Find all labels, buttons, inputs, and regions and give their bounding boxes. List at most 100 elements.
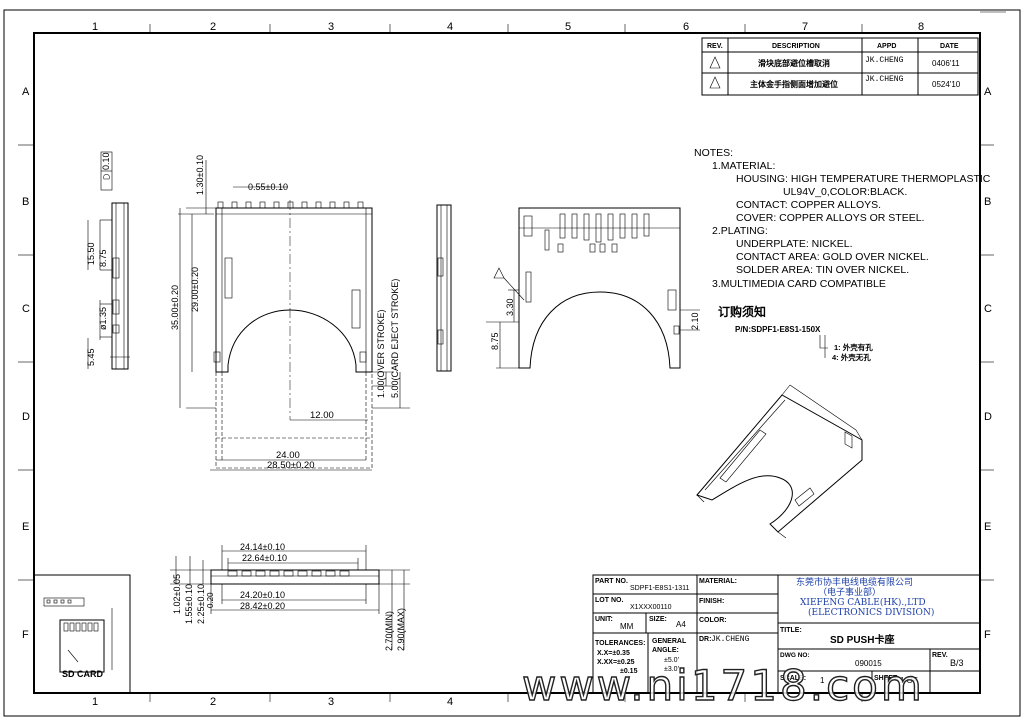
dimension-label: 28.50±0.20 (267, 460, 314, 471)
lot-no: X1XXX00110 (630, 604, 672, 611)
revision-triangle-icon (709, 76, 721, 89)
row-label: C (984, 303, 992, 315)
finish-label: FINISH: (699, 598, 724, 605)
drawn-by: JK.CHENG (711, 635, 750, 644)
dimension-label: 2.10 (690, 312, 700, 330)
col-label: 2 (210, 21, 216, 33)
ordering-option: 4: 外壳无孔 (832, 352, 871, 362)
note-line: 3.MULTIMEDIA CARD COMPATIBLE (712, 278, 886, 290)
note-line: UNDERPLATE: NICKEL. (736, 238, 853, 250)
dimension-label: 24.14±0.10 (240, 542, 285, 552)
col-label: 7 (802, 21, 808, 33)
dimension-label: 1.55±0.10 (184, 584, 194, 624)
tolerance-value: X.X=±0.35 (597, 650, 630, 657)
revision-triangle-icon (493, 267, 505, 279)
tolerances-label: TOLERANCES: (595, 640, 645, 647)
title-block: PART NO. SDPF1-E8S1-1311 LOT NO. X1XXX00… (592, 574, 981, 694)
dimension-label: 0.20 (206, 592, 215, 608)
revision-table: REV. DESCRIPTION APPD DATE 滑块底部避位槽取消 JK.… (701, 37, 979, 96)
dimension-label: 2.70(MIN) (384, 611, 394, 651)
col-label: 6 (683, 21, 689, 33)
color-label: COLOR: (699, 617, 727, 624)
ordering-block: 订购须知 P/N:SDPF1-E8S1-150X 1: 外壳有孔 4: 外壳无孔 (718, 304, 873, 362)
rev-label: REV. (932, 652, 948, 659)
col-label: 1 (92, 696, 98, 708)
dimension-label: 1.02±0.05 (172, 574, 182, 614)
dimension-label: 5.45 (86, 348, 96, 366)
top-view: 1.30±0.10 0.55±0.10 35.00±0.20 29.00±0.2… (170, 155, 410, 471)
note-line: HOUSING: HIGH TEMPERATURE THERMOPLASTIC (736, 173, 991, 185)
col-label: 3 (328, 21, 334, 33)
part-no-label: PART NO. (595, 578, 628, 585)
scale-label: SCALE: (780, 675, 806, 682)
row-label: B (22, 196, 29, 208)
ordering-title: 订购须知 (718, 304, 766, 319)
size-value: A4 (676, 620, 686, 629)
division-name-en: (ELECTRONICS DIVISION) (808, 607, 934, 618)
watermark-text: www.ni1718.com (522, 661, 925, 710)
dimension-label: 12.00 (310, 410, 334, 421)
dwg-no-label: DWG NO: (780, 652, 810, 659)
dimension-label: 3.30 (505, 298, 515, 316)
revision-description: 滑块底部避位槽取消 (758, 58, 830, 68)
angle-label: ANGLE: (652, 647, 679, 654)
side-view-2 (436, 204, 452, 372)
revision-description: 主体金手指侧面增加避位 (750, 79, 838, 89)
dimension-label: 29.00±0.20 (190, 267, 200, 312)
note-line: COVER: COPPER ALLOYS OR STEEL. (736, 212, 924, 224)
part-no: SDPF1-E8S1-1311 (630, 585, 690, 592)
title-label: TITLE: (780, 627, 802, 634)
row-label: E (984, 521, 991, 533)
company-name-en: XIEFENG CABLE(HK).,LTD (800, 597, 926, 608)
side-view: 0.10 8.75 15.50 ø1.35 5.45 (86, 151, 130, 370)
angle-value: ±5.0' (664, 657, 679, 664)
row-label: C (22, 303, 30, 315)
dimension-label: 2.25±0.10 (196, 584, 206, 624)
sheet-value: 1 OF (900, 676, 918, 685)
drawing-title: SD PUSH卡座 (830, 633, 894, 646)
sd-card-box: SD CARD (33, 574, 131, 694)
scale-value: 1 (820, 676, 825, 685)
grid-ticks (18, 11, 1006, 702)
unit-value: MM (620, 622, 634, 631)
notes-heading: NOTES: (694, 147, 733, 159)
sd-card-label: SD CARD (62, 669, 104, 679)
col-label: 5 (565, 21, 571, 33)
dimension-label: 35.00±0.20 (170, 285, 180, 330)
notes-block: NOTES: 1.MATERIAL: HOUSING: HIGH TEMPERA… (694, 147, 991, 290)
revision-appd: JK.CHENG (865, 75, 904, 84)
front-view: 24.14±0.10 22.64±0.10 24.20±0.10 28.42±0… (170, 542, 410, 651)
dimension-label: 2.90(MAX) (396, 608, 406, 651)
revision-date: 0524'10 (932, 80, 961, 89)
row-label: A (984, 86, 992, 98)
description-header: DESCRIPTION (772, 43, 820, 50)
material-label: MATERIAL: (699, 578, 737, 585)
lot-no-label: LOT NO. (595, 597, 623, 604)
dwg-no: 090015 (855, 659, 882, 668)
row-label: E (22, 521, 29, 533)
dimension-label: 8.75 (98, 249, 108, 267)
dimension-label: 8.75 (490, 332, 500, 350)
revision-triangle-icon (709, 56, 721, 69)
flatness-icon (103, 174, 110, 180)
revision-appd: JK.CHENG (865, 56, 904, 65)
dimension-label: 24.00 (276, 450, 300, 461)
sd-card-icon (59, 619, 105, 673)
row-label: F (22, 629, 29, 641)
col-label: 4 (447, 21, 453, 33)
dimension-label: 15.50 (86, 242, 96, 265)
dimension-label: 22.64±0.10 (242, 553, 287, 563)
dimension-label: 0.10 (101, 152, 111, 170)
dimension-label: 1.30±0.10 (195, 155, 205, 195)
dimension-label: 24.20±0.10 (240, 590, 285, 600)
col-label: 1 (92, 21, 98, 33)
date-header: DATE (940, 43, 959, 50)
row-label: A (22, 86, 30, 98)
inner-border (33, 32, 981, 694)
size-label: SIZE: (649, 616, 667, 623)
row-label: D (22, 411, 30, 423)
note-line: 2.PLATING: (712, 225, 768, 237)
tolerance-value: ±0.15 (620, 668, 638, 675)
company-name-cn: 东莞市协丰电线电缆有限公司 (796, 576, 913, 588)
